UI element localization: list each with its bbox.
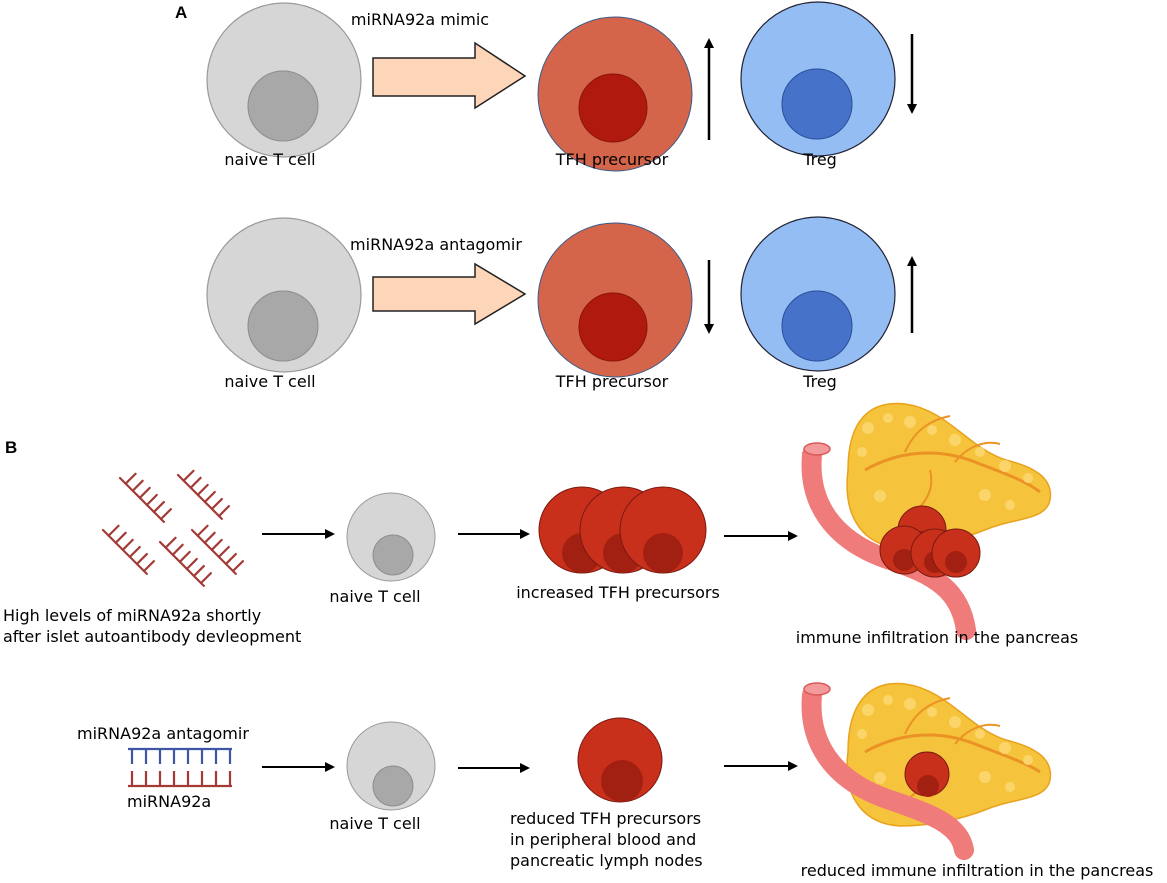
- naive-t-cell-label: naive T cell: [329, 587, 420, 606]
- mirna-level-label: after islet autoantibody devleopment: [3, 627, 301, 646]
- pancreas-label: reduced immune infiltration in the pancr…: [801, 861, 1154, 880]
- process-arrow: [372, 262, 527, 326]
- naive-t-cell-label: naive T cell: [329, 814, 420, 833]
- naive-t-cell-label: naive T cell: [224, 372, 315, 391]
- panel-a-row1: naive T cell miRNA92a mimic TFH precurso…: [206, 1, 917, 172]
- treg-label: Treg: [802, 150, 837, 169]
- panel-a-label: A: [175, 3, 187, 22]
- pancreas-icon: [801, 682, 1052, 860]
- panel-b-label: B: [5, 438, 17, 457]
- treg-label: Treg: [802, 372, 837, 391]
- naive-t-cell-label: naive T cell: [224, 150, 315, 169]
- tfh-precursor-cell: [537, 16, 693, 172]
- naive-t-cell: [206, 2, 362, 158]
- treg-cell: [740, 216, 896, 372]
- tfh-precursor-label: TFH precursor: [555, 372, 669, 391]
- pancreas-icon: [801, 402, 1052, 640]
- naive-t-cell: [346, 492, 436, 582]
- process-arrow: [372, 41, 527, 110]
- antagomir-label: miRNA92a antagomir: [77, 724, 249, 743]
- tfh-precursor-label: TFH precursor: [555, 150, 669, 169]
- naive-t-cell: [346, 721, 436, 811]
- tfh-precursor-cell: [537, 222, 693, 378]
- mirna-strand-icon: [128, 771, 232, 788]
- process-arrow-label: miRNA92a mimic: [351, 10, 489, 29]
- antagomir-strand-icon: [128, 747, 232, 764]
- tfh-precursor-cell: [577, 717, 663, 803]
- pancreas-label: immune infiltration in the pancreas: [796, 628, 1078, 647]
- process-arrow-label: miRNA92a antagomir: [350, 235, 522, 254]
- mirna-level-label: High levels of miRNA92a shortly: [3, 606, 261, 625]
- tfh-precursor-label: reduced TFH precursors: [510, 809, 701, 828]
- tfh-precursor-label: in peripheral blood and: [510, 830, 696, 849]
- mirna-label: miRNA92a: [127, 792, 211, 811]
- panel-b-row2: miRNA92a antagomir miRNA92a naive T cell…: [77, 682, 1154, 880]
- mirna-strands-icon: [101, 469, 245, 587]
- tfh-precursor-cluster: [538, 486, 707, 574]
- panel-b-row1: High levels of miRNA92a shortly after is…: [3, 402, 1078, 647]
- naive-t-cell: [206, 217, 362, 373]
- tfh-precursor-label: increased TFH precursors: [516, 583, 720, 602]
- tfh-precursor-label: pancreatic lymph nodes: [510, 851, 703, 870]
- treg-cell: [740, 1, 896, 157]
- panel-a-row2: naive T cell miRNA92a antagomir TFH prec…: [206, 216, 917, 391]
